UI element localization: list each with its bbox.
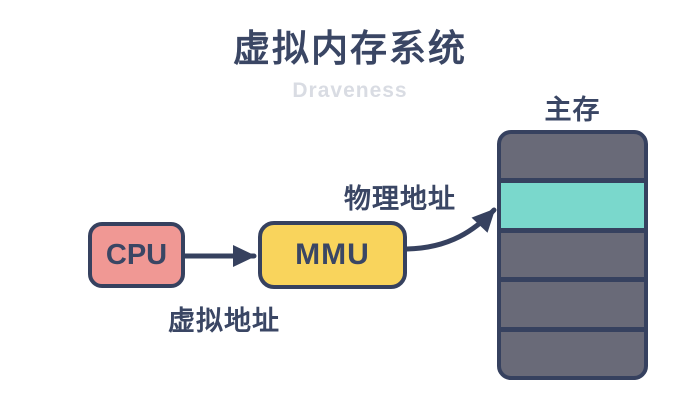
memory-row <box>501 282 644 327</box>
watermark-text: Draveness <box>292 79 408 102</box>
memory-row-highlighted <box>501 183 644 228</box>
page-title: 虚拟内存系统 <box>233 28 467 69</box>
memory-label: 主存 <box>544 95 601 125</box>
mmu-node-label: MMU <box>295 238 370 271</box>
main-memory-node <box>497 130 648 380</box>
memory-row <box>501 232 644 278</box>
memory-row <box>501 134 644 179</box>
memory-rows <box>501 134 644 376</box>
mmu-node: MMU <box>258 221 407 289</box>
memory-row <box>501 331 644 376</box>
cpu-node-label: CPU <box>105 238 168 271</box>
cpu-node: CPU <box>88 222 185 288</box>
physical-address-label: 物理地址 <box>344 184 456 214</box>
virtual-address-label: 虚拟地址 <box>168 306 280 336</box>
